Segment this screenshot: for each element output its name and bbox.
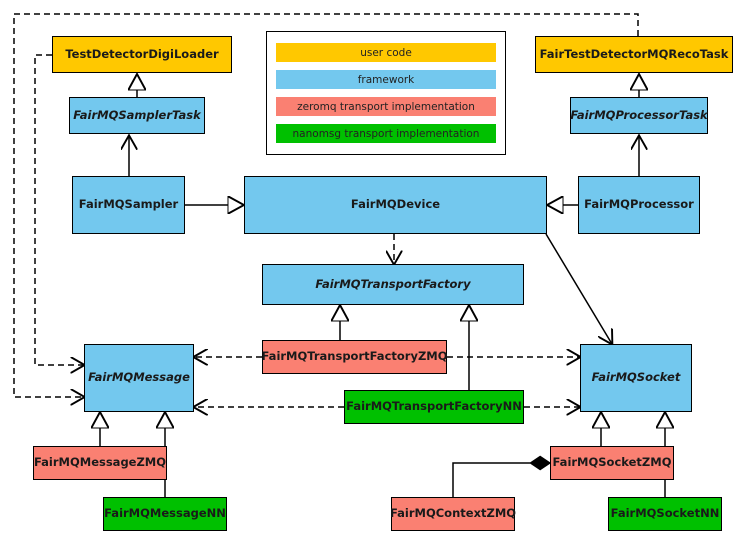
legend-item-nanomsg: nanomsg transport implementation [276,124,496,143]
class-node-label: FairTestDetectorMQRecoTask [539,46,729,61]
edge-composition-contextzmq-socketzmq [452,463,550,497]
legend-item-user-code: user code [276,43,496,62]
class-node-label: FairMQProcessorTask [570,107,708,122]
class-node-fairmqprocessor[interactable]: FairMQProcessor [578,176,700,234]
class-node-fairtestdetectormqrecotask[interactable]: FairTestDetectorMQRecoTask [535,36,733,73]
class-node-fairmqtransportfactorynn[interactable]: FairMQTransportFactoryNN [344,390,524,424]
class-node-label: FairMQMessage [88,370,190,385]
legend-item-zeromq: zeromq transport implementation [276,97,496,116]
class-node-fairmqsampler[interactable]: FairMQSampler [72,176,185,234]
class-node-fairmqmessagenn[interactable]: FairMQMessageNN [103,497,227,531]
class-node-fairmqcontextzmq[interactable]: FairMQContextZMQ [389,497,517,531]
class-node-label: FairMQMessageZMQ [33,455,167,470]
class-node-fairmqsocket[interactable]: FairMQSocket [580,344,692,412]
class-node-fairmqtransportfactory[interactable]: FairMQTransportFactory [262,264,524,305]
class-node-label: FairMQTransportFactoryZMQ [261,349,448,364]
class-node-label: FairMQMessageNN [104,506,226,521]
class-node-label: TestDetectorDigiLoader [65,46,219,61]
class-node-label: FairMQProcessor [584,197,694,212]
class-node-label: FairMQSamplerTask [73,107,201,122]
class-node-fairmqsocketnn[interactable]: FairMQSocketNN [608,497,722,531]
class-node-testdetectordigiloader[interactable]: TestDetectorDigiLoader [52,36,232,73]
legend-item-framework: framework [276,70,496,89]
class-node-fairmqdevice[interactable]: FairMQDevice [244,176,547,234]
edge-association-device-socket [545,233,612,344]
class-node-label: FairMQDevice [350,197,441,212]
legend: user code framework zeromq transport imp… [266,31,506,155]
class-node-fairmqsocketzmq[interactable]: FairMQSocketZMQ [550,446,674,480]
legend-label-zeromq: zeromq transport implementation [297,100,475,113]
class-node-label: FairMQSocketNN [610,506,720,521]
class-node-label: FairMQTransportFactory [315,276,471,291]
legend-label-nanomsg: nanomsg transport implementation [292,127,480,140]
class-node-fairmqmessage[interactable]: FairMQMessage [84,344,194,412]
class-node-fairmqtransportfactoryzmq[interactable]: FairMQTransportFactoryZMQ [261,340,448,374]
class-node-fairmqprocessortask[interactable]: FairMQProcessorTask [570,97,708,134]
legend-label-framework: framework [357,73,415,86]
legend-label-user-code: user code [360,46,412,59]
class-node-label: FairMQContextZMQ [389,506,517,521]
class-node-label: FairMQSocket [591,370,681,385]
class-node-label: FairMQSampler [78,197,179,212]
class-node-fairmqsamplertask[interactable]: FairMQSamplerTask [69,97,205,134]
class-node-fairmqmessagezmq[interactable]: FairMQMessageZMQ [33,446,167,480]
class-node-label: FairMQTransportFactoryNN [346,399,522,414]
class-node-label: FairMQSocketZMQ [552,455,672,470]
